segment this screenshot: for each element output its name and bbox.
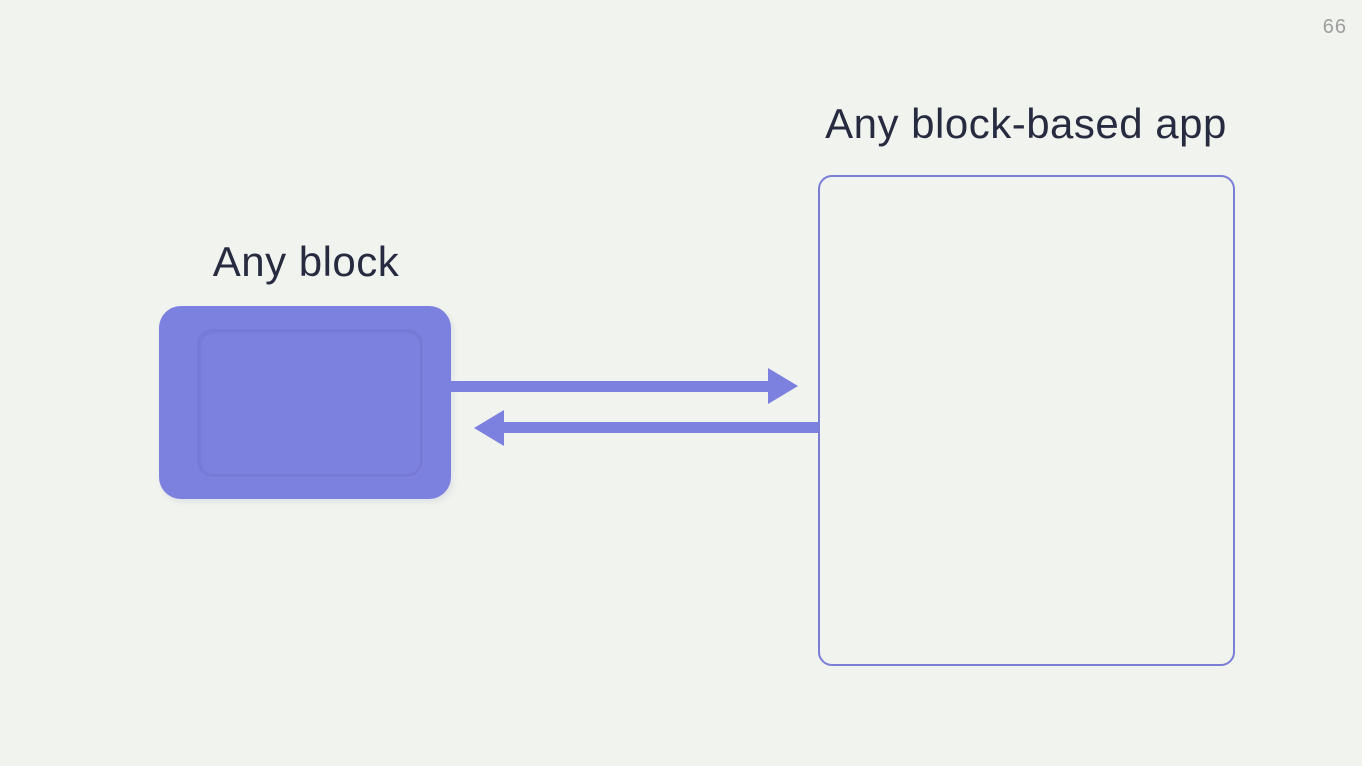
left-arrow-head (474, 410, 504, 446)
right-arrow-head (768, 368, 798, 404)
app-label: Any block-based app (825, 100, 1227, 147)
right-arrow-shaft (450, 381, 772, 392)
any-block-shape (159, 306, 451, 499)
block-inner-inset (197, 329, 423, 477)
page-number: 66 (1322, 16, 1347, 38)
app-outline-box (818, 175, 1235, 666)
left-arrow-shaft (502, 422, 818, 433)
any-block-label: Any block (212, 238, 400, 285)
